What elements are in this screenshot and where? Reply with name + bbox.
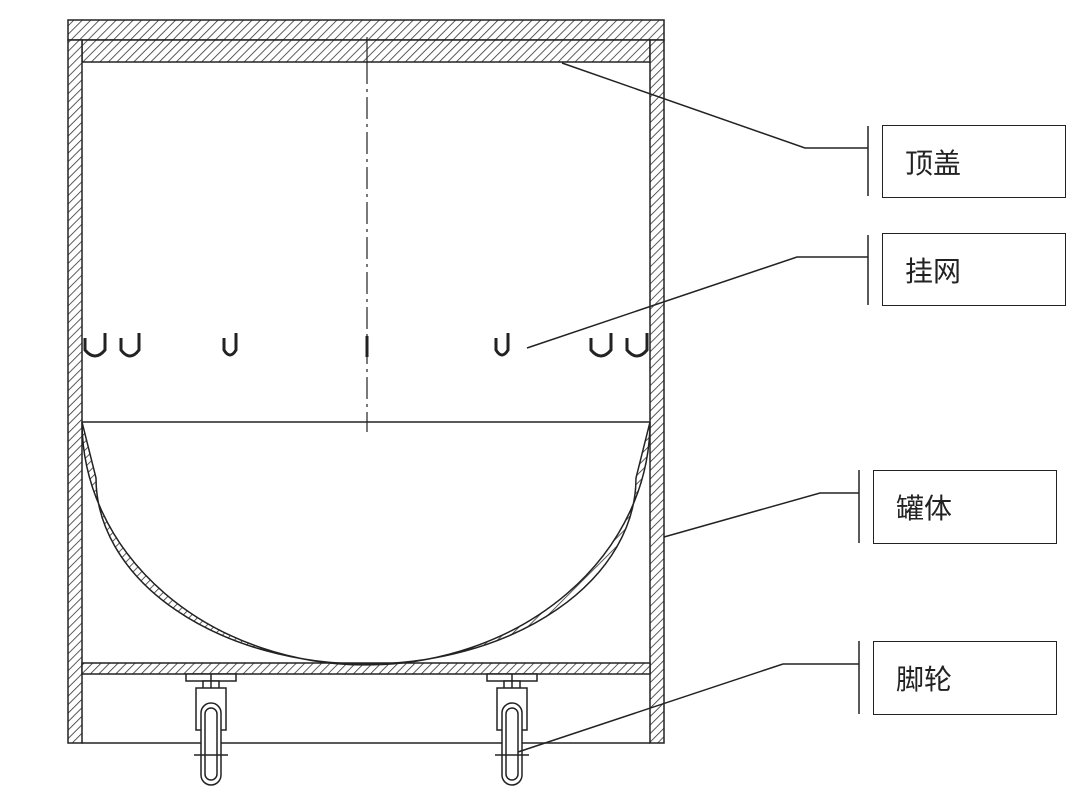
top-cover (67, 19, 665, 63)
label-tank-body: 罐体 (873, 470, 1057, 544)
leader-hanging-net (526, 256, 868, 349)
bottom-plate (81, 662, 651, 744)
leader-lines (517, 62, 869, 753)
leader-caster (517, 663, 859, 753)
label-top-cover: 顶盖 (882, 125, 1066, 198)
inner-bowl (81, 421, 651, 666)
leader-tank-body (663, 492, 859, 538)
caster-right (486, 673, 538, 786)
caster-left (185, 673, 237, 786)
tank-walls (67, 39, 665, 744)
label-caster: 脚轮 (873, 641, 1057, 715)
leader-top-cover (561, 62, 868, 149)
hanging-net-hooks (83, 333, 649, 358)
label-hanging-net: 挂网 (882, 233, 1066, 306)
